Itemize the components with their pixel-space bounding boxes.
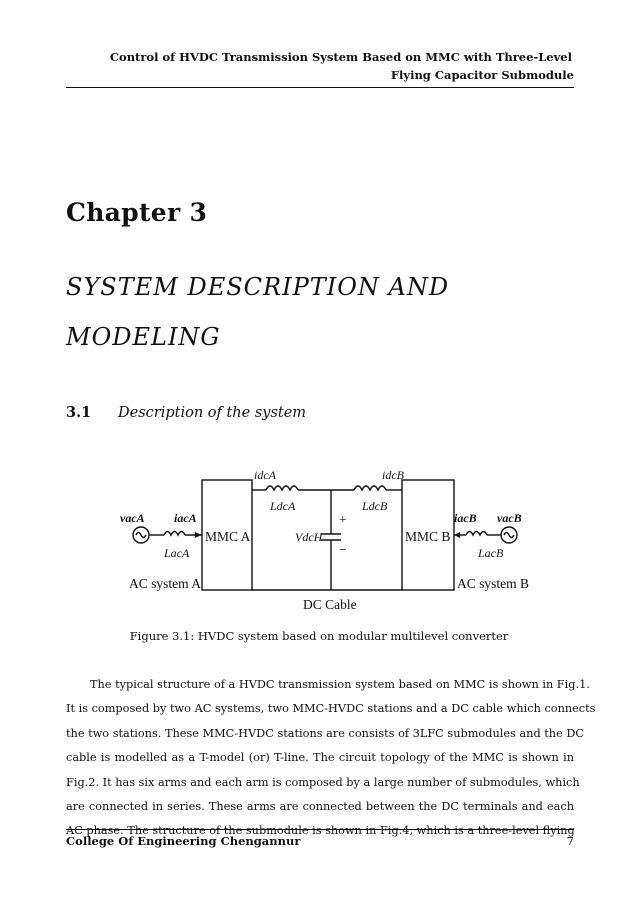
body-line: The typical structure of a HVDC transmis…: [90, 678, 590, 691]
page-header: Control of HVDC Transmission System Base…: [66, 48, 574, 88]
inductor-ldca: [265, 485, 299, 492]
header-title-line1: Control of HVDC Transmission System Base…: [109, 50, 572, 64]
footer-college: College Of Engineering Chengannur: [66, 834, 301, 848]
label-vdch: VdcH: [295, 530, 324, 544]
page-footer: College Of Engineering Chengannur 7: [66, 829, 574, 848]
chapter-title: SYSTEM DESCRIPTION AND MODELING: [66, 262, 536, 362]
body-line: the two stations. These MMC-HVDC station…: [66, 726, 585, 740]
label-lacb: LacB: [477, 546, 504, 560]
label-minus: −: [339, 542, 347, 557]
label-vacb: vacB: [497, 511, 522, 525]
body-line: Fig.2. It has six arms and each arm is c…: [66, 775, 580, 789]
inductor-laca: [163, 530, 186, 537]
chapter-title-line1: SYSTEM DESCRIPTION AND: [66, 273, 450, 301]
label-plus: +: [339, 512, 347, 527]
section-number: 3.1: [66, 404, 92, 421]
page-number: 7: [566, 834, 574, 848]
body-line: cable is modelled as a T-model (or) T-li…: [66, 751, 574, 765]
section-heading: 3.1 Description of the system: [66, 404, 306, 421]
label-idcb: idcB: [382, 468, 405, 482]
figure-caption: Figure 3.1: HVDC system based on modular…: [129, 629, 509, 643]
label-mmc-b: MMC B: [405, 529, 450, 544]
body-line: are connected in series. These arms are …: [66, 800, 574, 814]
body-line: It is composed by two AC systems, two MM…: [66, 702, 596, 716]
label-vaca: vacA: [120, 511, 145, 525]
label-iacb: iacB: [454, 511, 477, 525]
ac-source-b: [500, 526, 518, 544]
label-ldca: LdcA: [269, 499, 296, 513]
section-title: Description of the system: [118, 405, 307, 421]
label-laca: LacA: [163, 546, 190, 560]
hvdc-system-figure: vacA iacA LacA MMC A idcA LdcA idcB LdcB…: [114, 452, 534, 622]
label-mmc-a: MMC A: [205, 529, 251, 544]
chapter-title-line2: MODELING: [66, 323, 221, 351]
label-iaca: iacA: [174, 511, 197, 525]
inductor-ldcb: [353, 485, 387, 492]
chapter-label: Chapter 3: [66, 198, 208, 227]
label-ac-system-a: AC system A: [129, 576, 201, 591]
body-paragraph: The typical structure of a HVDC transmis…: [66, 673, 596, 844]
hvdc-circuit-diagram: vacA iacA LacA MMC A idcA LdcA idcB LdcB…: [120, 468, 529, 612]
inductor-lacb: [465, 530, 488, 537]
header-title-line2: Flying Capacitor Submodule: [390, 68, 574, 82]
label-idca: idcA: [254, 468, 277, 482]
label-ldcb: LdcB: [361, 499, 388, 513]
label-ac-system-b: AC system B: [457, 576, 529, 591]
label-dc-cable: DC Cable: [303, 597, 357, 612]
body-line: AC phase. The structure of the submodule…: [66, 824, 575, 838]
